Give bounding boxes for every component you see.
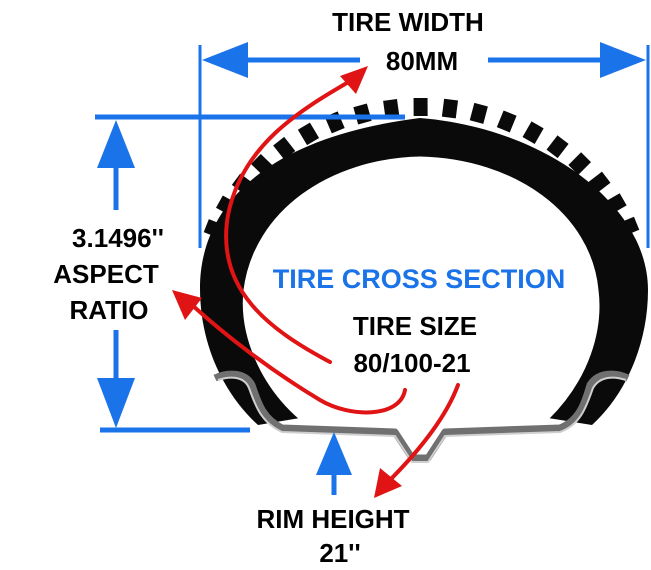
annotation-arrows xyxy=(172,66,460,498)
tire-size-value: 80/100-21 xyxy=(353,348,470,378)
rim-profile xyxy=(213,370,630,462)
tread-lug xyxy=(496,110,517,133)
tread-lug xyxy=(215,195,239,217)
rim-height-arrowhead xyxy=(316,432,352,475)
tread-lug xyxy=(522,121,544,144)
tread-lug xyxy=(383,98,400,119)
tread-lug xyxy=(469,102,488,124)
aspect-label-line2: RATIO xyxy=(70,295,149,325)
tread-lug xyxy=(604,193,627,215)
labels: TIRE WIDTH 80MM 3.1496'' ASPECT RATIO TI… xyxy=(53,7,565,568)
tread-lug xyxy=(546,135,569,159)
tread-lug xyxy=(353,103,372,125)
aspect-arrowhead-top xyxy=(97,120,135,168)
width-arrowhead-left xyxy=(202,42,248,78)
tread-lug xyxy=(231,173,255,196)
tire-width-value: 80MM xyxy=(386,46,458,76)
rim xyxy=(213,370,630,463)
cross-section-label: TIRE CROSS SECTION xyxy=(273,264,566,294)
tread-lug xyxy=(617,216,640,237)
aspect-arrowhead-bottom xyxy=(97,378,135,428)
tread-lug xyxy=(297,122,320,146)
tread-lug xyxy=(251,153,274,177)
tread-lug xyxy=(587,171,611,194)
rim-height-title: RIM HEIGHT xyxy=(256,504,409,534)
dimension-lines xyxy=(95,42,650,495)
tire-width-title: TIRE WIDTH xyxy=(332,7,484,37)
arrow-to-tire-width-head xyxy=(340,66,368,94)
arrow-to-rim-height xyxy=(386,383,460,484)
arrow-to-aspect-ratio-head xyxy=(172,290,202,320)
tread-lug xyxy=(273,136,296,160)
tread-lug xyxy=(413,97,428,117)
tire-size-title: TIRE SIZE xyxy=(353,311,477,341)
arrow-to-aspect-ratio xyxy=(190,303,407,415)
tread-lug xyxy=(568,152,591,175)
tire-inner-line xyxy=(242,156,600,420)
arrow-to-rim-height-head xyxy=(374,468,402,498)
aspect-value: 3.1496'' xyxy=(72,223,164,253)
rim-height-value: 21'' xyxy=(319,538,360,568)
rim-inner-edge xyxy=(217,376,627,463)
tread-lug xyxy=(203,219,226,239)
tread-lug xyxy=(441,98,459,119)
tire-outer-shape xyxy=(200,118,648,425)
aspect-label-line1: ASPECT xyxy=(53,259,159,289)
width-arrowhead-right xyxy=(600,42,646,78)
arrow-to-tire-width xyxy=(224,78,354,364)
